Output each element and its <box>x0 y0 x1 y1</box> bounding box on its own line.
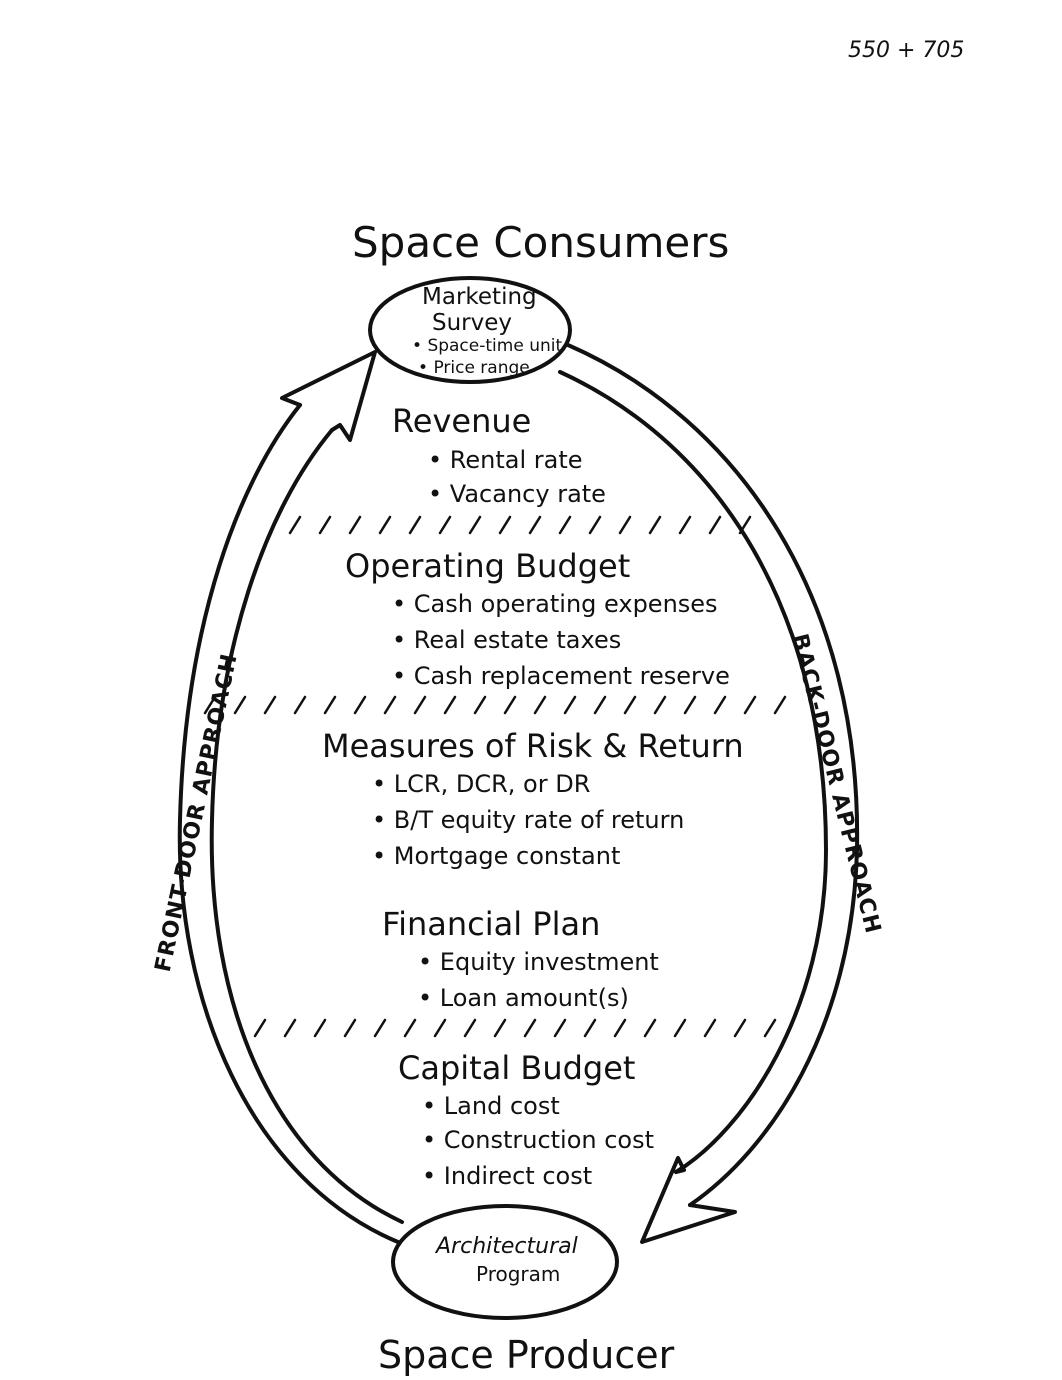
divider-dash <box>683 695 697 715</box>
divider-dash <box>713 695 727 715</box>
divider-dash <box>738 515 752 535</box>
divider-dash <box>563 695 577 715</box>
section-item: Cash replacement reserve <box>392 664 730 688</box>
divider-dash <box>498 515 512 535</box>
section-title-revenue: Revenue <box>392 402 532 440</box>
divider-dash <box>438 515 452 535</box>
divider-dash <box>293 695 307 715</box>
top-node-title-1: Marketing <box>422 284 537 310</box>
divider-dash <box>408 515 422 535</box>
section-item: Cash operating expenses <box>392 592 718 616</box>
divider-dash <box>528 515 542 535</box>
divider-dash <box>403 1018 417 1038</box>
section-item: Equity investment <box>418 950 659 974</box>
divider-dash <box>443 695 457 715</box>
divider-dash <box>463 1018 477 1038</box>
back-door-arrow <box>558 343 860 1244</box>
divider-dash <box>283 1018 297 1038</box>
bottom-node-title-1: Architectural <box>436 1234 578 1259</box>
divider-dash <box>503 695 517 715</box>
divider-dash <box>473 695 487 715</box>
divider-dash <box>313 1018 327 1038</box>
top-node-item: Price range <box>418 360 529 377</box>
section-item: Real estate taxes <box>392 628 621 652</box>
divider-dash <box>493 1018 507 1038</box>
divider-dash <box>618 515 632 535</box>
divider-dash <box>233 695 247 715</box>
architectural-program-node <box>391 1204 619 1320</box>
divider-dash <box>323 695 337 715</box>
divider-dash <box>708 515 722 535</box>
divider-dash <box>583 1018 597 1038</box>
divider-dash <box>378 515 392 535</box>
divider-dash <box>653 695 667 715</box>
divider-dash <box>343 1018 357 1038</box>
section-item: Mortgage constant <box>372 844 621 868</box>
top-node-item: Space-time unit <box>412 338 562 355</box>
divider-dash <box>263 695 277 715</box>
top-node-title-2: Survey <box>432 310 513 336</box>
divider-dash <box>593 695 607 715</box>
divider-dash <box>373 1018 387 1038</box>
divider-dash <box>523 1018 537 1038</box>
divider-dash <box>623 695 637 715</box>
divider-dash <box>703 1018 717 1038</box>
divider-dash <box>468 515 482 535</box>
divider-dash <box>763 1018 777 1038</box>
divider-dash <box>648 515 662 535</box>
divider-dash <box>673 1018 687 1038</box>
divider-dash <box>413 695 427 715</box>
divider-dash <box>253 1018 267 1038</box>
marketing-survey-node <box>368 276 572 384</box>
section-item: B/T equity rate of return <box>372 808 684 832</box>
divider-dash <box>318 515 332 535</box>
section-item: Vacancy rate <box>428 482 606 506</box>
divider-dash <box>348 515 362 535</box>
divider-dash <box>533 695 547 715</box>
divider-dash <box>553 1018 567 1038</box>
section-item: Rental rate <box>428 448 583 472</box>
section-item: LCR, DCR, or DR <box>372 772 591 796</box>
bottom-node-title-2: Program <box>476 1262 561 1286</box>
divider-dash <box>353 695 367 715</box>
divider-dash <box>743 695 757 715</box>
divider-dash <box>733 1018 747 1038</box>
divider-dash <box>288 515 302 535</box>
section-item: Indirect cost <box>422 1164 592 1188</box>
section-item: Land cost <box>422 1094 560 1118</box>
divider-dash <box>433 1018 447 1038</box>
front-door-arrow <box>177 350 404 1244</box>
section-title-capital-budget: Capital Budget <box>398 1049 636 1087</box>
divider-dash <box>643 1018 657 1038</box>
divider-dash <box>558 515 572 535</box>
divider-dash <box>203 695 217 715</box>
divider-dash <box>613 1018 627 1038</box>
section-item: Loan amount(s) <box>418 986 629 1010</box>
top-label: Space Consumers <box>352 218 730 267</box>
divider-dash <box>773 695 787 715</box>
section-item: Construction cost <box>422 1128 654 1152</box>
bottom-label: Space Producer <box>378 1333 675 1377</box>
divider-dash <box>383 695 397 715</box>
section-title-risk-return: Measures of Risk & Return <box>322 727 744 765</box>
divider-dash <box>678 515 692 535</box>
divider-dash <box>588 515 602 535</box>
page-note: 550 + 705 <box>848 38 965 63</box>
section-title-financial-plan: Financial Plan <box>382 905 601 943</box>
section-title-operating-budget: Operating Budget <box>345 547 631 585</box>
